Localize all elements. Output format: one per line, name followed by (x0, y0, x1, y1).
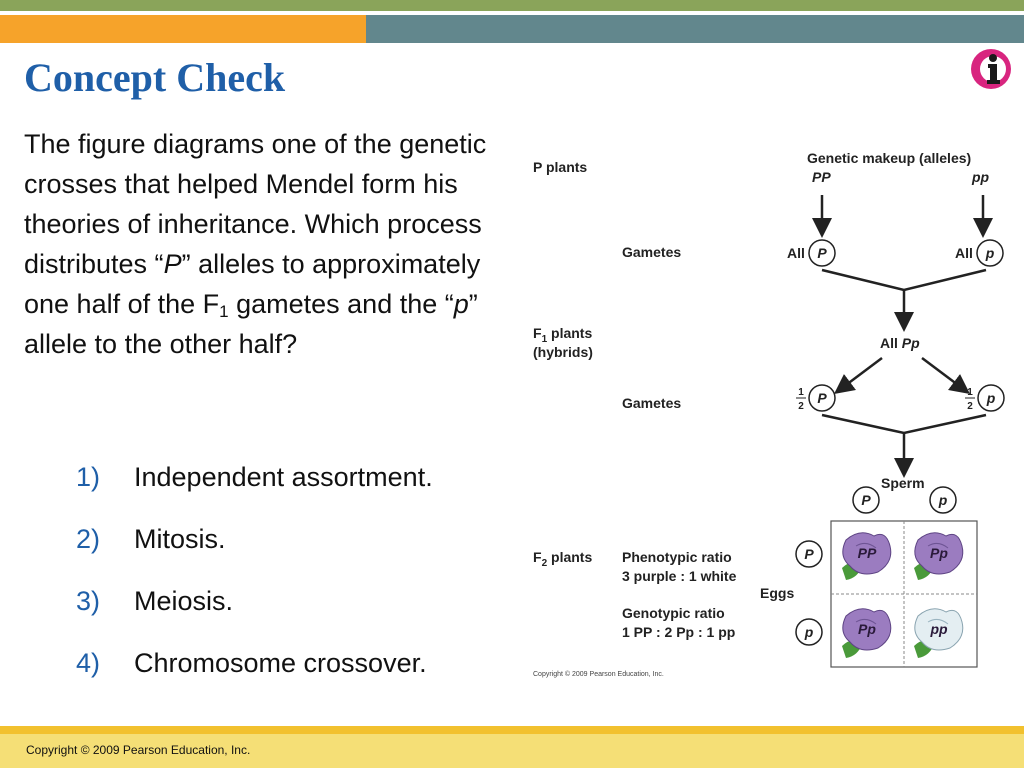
sperm-P-circle (852, 486, 880, 514)
answer-number: 4) (76, 648, 101, 678)
genotype-pp: pp (971, 169, 990, 185)
f1-gamete-p-text: p (986, 390, 996, 406)
all-Pp-label: All Pp (880, 335, 920, 351)
gamete-P-text: P (817, 245, 827, 261)
punnett-cell-3-text: Pp (858, 621, 876, 637)
answer-list: 1) Independent assortment. 2) Mitosis. 3) M… (76, 462, 433, 710)
p-plants-label: P plants (533, 159, 587, 175)
answer-number: 3) (76, 586, 101, 616)
fertilization-lines-2 (821, 413, 987, 435)
info-person-icon (971, 49, 1011, 89)
half-denominator-left: 2 (798, 401, 804, 412)
gametes-label-2: Gametes (622, 395, 681, 411)
genotypic-ratio-label: Genotypic ratio (622, 605, 725, 621)
answer-text: Mitosis. (134, 524, 226, 554)
punnett-cell-1-text: PP (858, 545, 877, 561)
question-text: The figure diagrams one of the genetic c… (24, 129, 487, 359)
top-green-bar (0, 0, 1024, 11)
flower-Pp-purple-2 (842, 608, 892, 658)
hybrids-label: (hybrids) (533, 344, 593, 360)
gamete-P-circle (808, 239, 836, 267)
answer-option-4[interactable]: 4) Chromosome crossover. (76, 648, 433, 710)
phenotypic-ratio-label: Phenotypic ratio (622, 549, 732, 565)
answer-number: 2) (76, 524, 101, 554)
sperm-P-text: P (861, 492, 871, 508)
answer-option-3[interactable]: 3) Meiosis. (76, 586, 433, 648)
egg-P-text: P (804, 546, 814, 562)
dominant-allele: P (163, 249, 182, 279)
flower-pp-white (914, 608, 964, 658)
eggs-label: Eggs (760, 585, 794, 601)
sperm-p-circle (929, 486, 957, 514)
f1-gamete-P-circle (808, 384, 836, 412)
phenotypic-ratio-value: 3 purple : 1 white (622, 568, 737, 584)
f1-gamete-arrow-left (834, 357, 883, 394)
slide-title: Concept Check (24, 55, 286, 100)
half-numerator-left: 1 (798, 387, 804, 398)
punnett-cell-2-text: Pp (930, 545, 948, 561)
all-label-right: All (955, 245, 973, 261)
answer-option-2[interactable]: 2) Mitosis. (76, 524, 433, 586)
gamete-p-text: p (985, 245, 995, 261)
egg-p-text: p (804, 624, 814, 640)
genotypic-ratio-value: 1 PP : 2 Pp : 1 pp (622, 624, 735, 640)
fertilization-lines-1 (821, 268, 987, 292)
footer-copyright: Copyright © 2009 Pearson Education, Inc. (26, 743, 251, 757)
answer-number: 1) (76, 462, 101, 492)
sperm-p-text: p (938, 492, 948, 508)
mendel-cross-diagram: P plants Genetic makeup (alleles) PP pp … (533, 150, 1005, 668)
f2-plants-label: F2 plants (533, 549, 592, 569)
header-teal-bar (366, 15, 1024, 43)
f1-gamete-P-text: P (817, 390, 827, 406)
sperm-label: Sperm (881, 475, 925, 491)
egg-P-circle (795, 540, 823, 568)
f1-gamete-arrow-right (921, 357, 970, 394)
footer-accent-strip (0, 726, 1024, 734)
answer-text: Independent assortment. (134, 462, 433, 492)
answer-text: Chromosome crossover. (134, 648, 427, 678)
figure-copyright: Copyright © 2009 Pearson Education, Inc. (533, 671, 664, 678)
gamete-p-circle (976, 239, 1004, 267)
answer-text: Meiosis. (134, 586, 234, 616)
genotype-PP: PP (812, 169, 831, 185)
half-numerator-right: 1 (967, 387, 973, 398)
punnett-cell-4-text: pp (929, 621, 948, 637)
half-denominator-right: 2 (967, 401, 973, 412)
all-label-left: All (787, 245, 805, 261)
gametes-label-1: Gametes (622, 244, 681, 260)
egg-p-circle (795, 618, 823, 646)
flower-PP-purple (842, 532, 892, 580)
f1-gamete-p-circle (977, 384, 1005, 412)
footer-bar (0, 734, 1024, 768)
recessive-allele: p (453, 289, 469, 319)
flower-Pp-purple-1 (914, 532, 964, 580)
genetic-makeup-label: Genetic makeup (alleles) (807, 150, 971, 166)
answer-option-1[interactable]: 1) Independent assortment. (76, 462, 433, 524)
header-orange-bar (0, 15, 366, 43)
f1-plants-label: F1 plants (533, 325, 592, 345)
